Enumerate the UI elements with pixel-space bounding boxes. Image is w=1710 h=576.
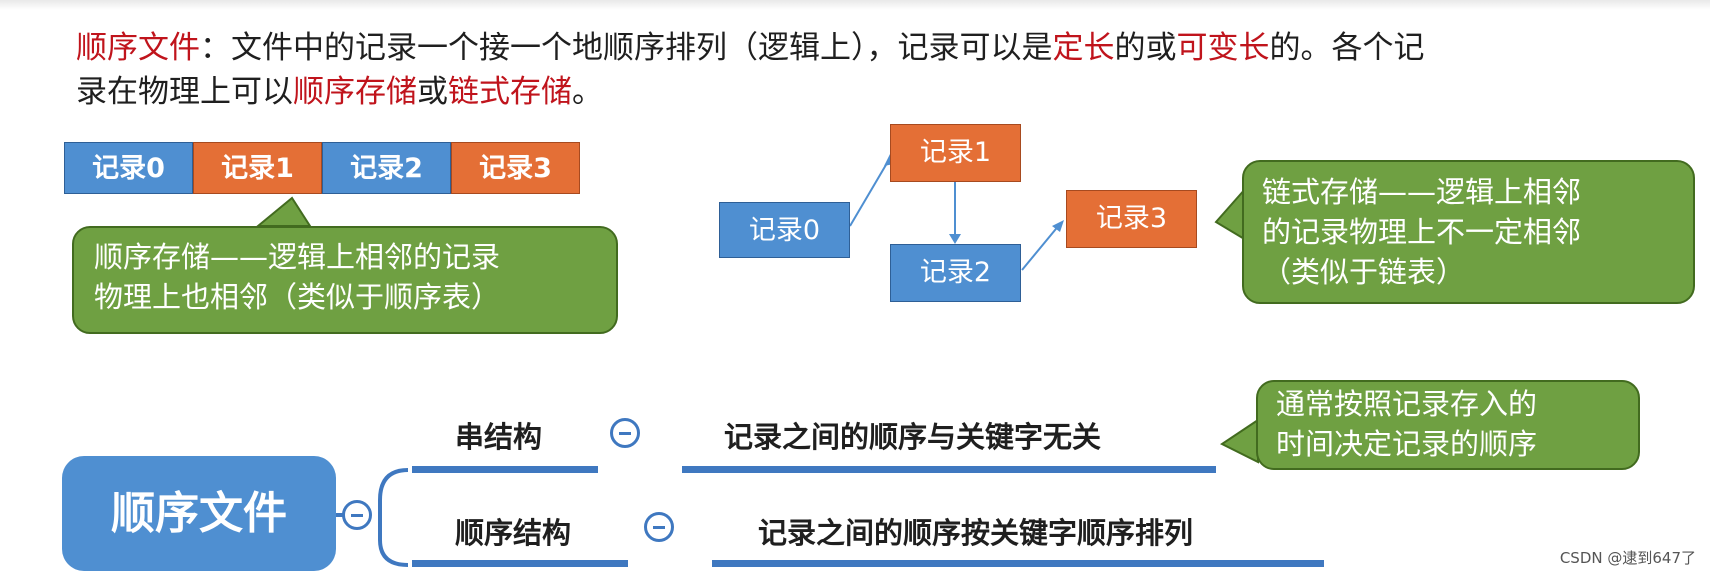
arrow-rec0-rec1 xyxy=(849,157,891,227)
term-fixed-length: 定长 xyxy=(1052,30,1115,66)
branch1-leaf-underline xyxy=(682,466,1216,473)
branch1-note-line1: 通常按照记录存入的 xyxy=(1276,387,1538,421)
mindmap-topic: 顺序文件 xyxy=(62,456,336,571)
intro-text-2: 的或 xyxy=(1114,30,1177,66)
branch2-label: 顺序结构 xyxy=(455,516,572,550)
seq-record-3: 记录3 xyxy=(451,142,580,194)
seq-callout-pointer xyxy=(255,196,312,227)
linked-callout: 链式存储——逻辑上相邻 的记录物理上不一定相邻 （类似于链表） xyxy=(1242,160,1695,304)
topic-collapse-icon[interactable] xyxy=(342,500,372,530)
arrow-rec2-rec3 xyxy=(1021,223,1061,271)
term-sequential-file: 顺序文件 xyxy=(76,30,200,66)
watermark: CSDN @逮到647了 xyxy=(1559,549,1696,567)
branch1-note: 通常按照记录存入的 时间决定记录的顺序 xyxy=(1256,380,1640,470)
branch2-leaf: 记录之间的顺序按关键字顺序排列 xyxy=(758,516,1194,550)
intro-text-5: 或 xyxy=(417,74,448,110)
intro-text-3: 的。各个记 xyxy=(1269,30,1425,66)
term-variable-length: 可变长 xyxy=(1176,30,1270,66)
top-strip xyxy=(0,0,1710,10)
branch1-underline xyxy=(412,466,598,473)
linked-record-3: 记录3 xyxy=(1066,190,1197,248)
branch2-collapse-icon[interactable] xyxy=(644,512,674,542)
seq-record-2: 记录2 xyxy=(322,142,451,194)
seq-callout-line2: 物理上也相邻（类似于顺序表） xyxy=(94,280,501,314)
branch-bracket xyxy=(378,468,409,567)
intro-text-4: 录在物理上可以 xyxy=(76,74,293,110)
term-linked-storage: 链式存储 xyxy=(448,74,572,110)
branch1-collapse-icon[interactable] xyxy=(610,418,640,448)
branch2-underline xyxy=(412,560,628,567)
seq-callout: 顺序存储——逻辑上相邻的记录 物理上也相邻（类似于顺序表） xyxy=(72,226,618,334)
intro-paragraph: 顺序文件：文件中的记录一个接一个地顺序排列（逻辑上），记录可以是定长的或可变长的… xyxy=(76,26,1676,114)
linked-callout-line3: （类似于链表） xyxy=(1262,255,1466,289)
branch1-note-line2: 时间决定记录的顺序 xyxy=(1276,427,1538,461)
note-pointer xyxy=(1220,418,1259,464)
linked-record-1: 记录1 xyxy=(890,124,1021,182)
branch1-label: 串结构 xyxy=(455,420,543,454)
seq-record-1: 记录1 xyxy=(193,142,322,194)
term-sequential-storage: 顺序存储 xyxy=(293,74,417,110)
linked-callout-line1: 链式存储——逻辑上相邻 xyxy=(1262,175,1582,209)
branch1-leaf: 记录之间的顺序与关键字无关 xyxy=(724,420,1102,454)
branch2-leaf-underline xyxy=(712,560,1324,567)
intro-text-1: ：文件中的记录一个接一个地顺序排列（逻辑上），记录可以是 xyxy=(200,30,1053,66)
arrow-rec2-rec3-head xyxy=(1052,220,1064,232)
seq-record-0: 记录0 xyxy=(64,142,193,194)
seq-callout-line1: 顺序存储——逻辑上相邻的记录 xyxy=(94,240,501,274)
linked-record-2: 记录2 xyxy=(890,244,1021,302)
linked-callout-line2: 的记录物理上不一定相邻 xyxy=(1262,215,1582,249)
intro-text-6: 。 xyxy=(572,74,603,110)
arrow-rec1-rec2-head xyxy=(949,234,961,244)
linked-record-0: 记录0 xyxy=(719,202,850,258)
